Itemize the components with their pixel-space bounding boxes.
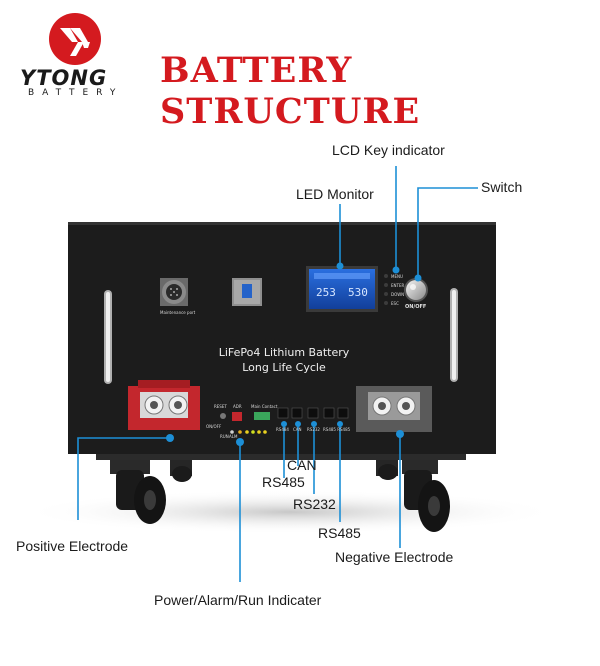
page-title: BATTERY STRUCTURE: [160, 50, 421, 132]
handle-left: [104, 290, 112, 384]
port-rs232-label: RS232: [307, 427, 320, 432]
logo-mark-icon: [49, 13, 101, 65]
port-can-label: CAN: [293, 427, 302, 432]
down-label: DOWN: [391, 292, 405, 297]
callout-rs232: RS232: [293, 496, 336, 512]
callout-can: CAN: [287, 457, 317, 473]
esc-label: ESC: [391, 301, 399, 306]
lcd-right-reading: 530: [348, 286, 368, 299]
enter-label: ENTER: [391, 283, 405, 288]
switch-on-off-label: ON/OFF: [405, 304, 427, 310]
callout-power-alarm-run: Power/Alarm/Run Indicater: [154, 592, 322, 608]
lcd-screen: [306, 266, 378, 312]
callout-lines: [77, 166, 478, 582]
caster-right-front: [402, 456, 450, 532]
floor-shadow: [20, 490, 560, 534]
maintenance-port: [160, 278, 188, 306]
comm-ports: [277, 407, 349, 419]
caster-left-front: [110, 456, 166, 524]
power-switch: [404, 278, 428, 302]
handle-right: [450, 288, 458, 382]
callout-positive-electrode: Positive Electrode: [16, 538, 129, 554]
brand-name: YTONG: [20, 66, 108, 90]
callout-rs485-a: RS485: [262, 474, 305, 490]
panel-text-line1: LiFePo4 Lithium Battery: [218, 346, 350, 359]
callout-negative-electrode: Negative Electrode: [335, 549, 454, 565]
callout-rs485-b: RS485: [318, 525, 361, 541]
port-rs484-label: RS484: [276, 427, 289, 432]
panel-text-line2: Long Life Cycle: [242, 361, 326, 374]
adr-label: ADR: [233, 404, 242, 409]
caster-right-back: [376, 456, 398, 480]
alm-label: ALM: [229, 434, 238, 439]
menu-label: MENU: [391, 274, 403, 279]
callout-dots: [166, 262, 422, 446]
breaker: [232, 278, 262, 306]
negative-terminal: [356, 386, 432, 432]
maintenance-port-label: Maintenance port: [160, 310, 196, 315]
port-rs485-label: RS485 RS485: [323, 427, 351, 432]
key-indicator-leds: [384, 274, 388, 305]
callout-switch: Switch: [481, 179, 523, 195]
brand-logo: [48, 12, 102, 66]
reset-adr-controls: [220, 412, 242, 421]
callout-led-monitor: LED Monitor: [296, 186, 374, 202]
main-contact-connector: [254, 412, 270, 420]
brand-subtitle: BATTERY: [28, 88, 124, 98]
positive-terminal: [128, 380, 200, 430]
on-off-small-label: ON/OFF: [206, 424, 222, 429]
lcd-left-reading: 253: [316, 286, 336, 299]
main-contact-label: Main Contact: [251, 404, 278, 409]
reset-label: RESET: [214, 404, 227, 409]
callout-lcd-key-indicator: LCD Key indicator: [332, 142, 445, 158]
caster-left-back: [170, 456, 192, 482]
run-label: RUN: [220, 434, 229, 439]
status-leds: [230, 430, 267, 434]
